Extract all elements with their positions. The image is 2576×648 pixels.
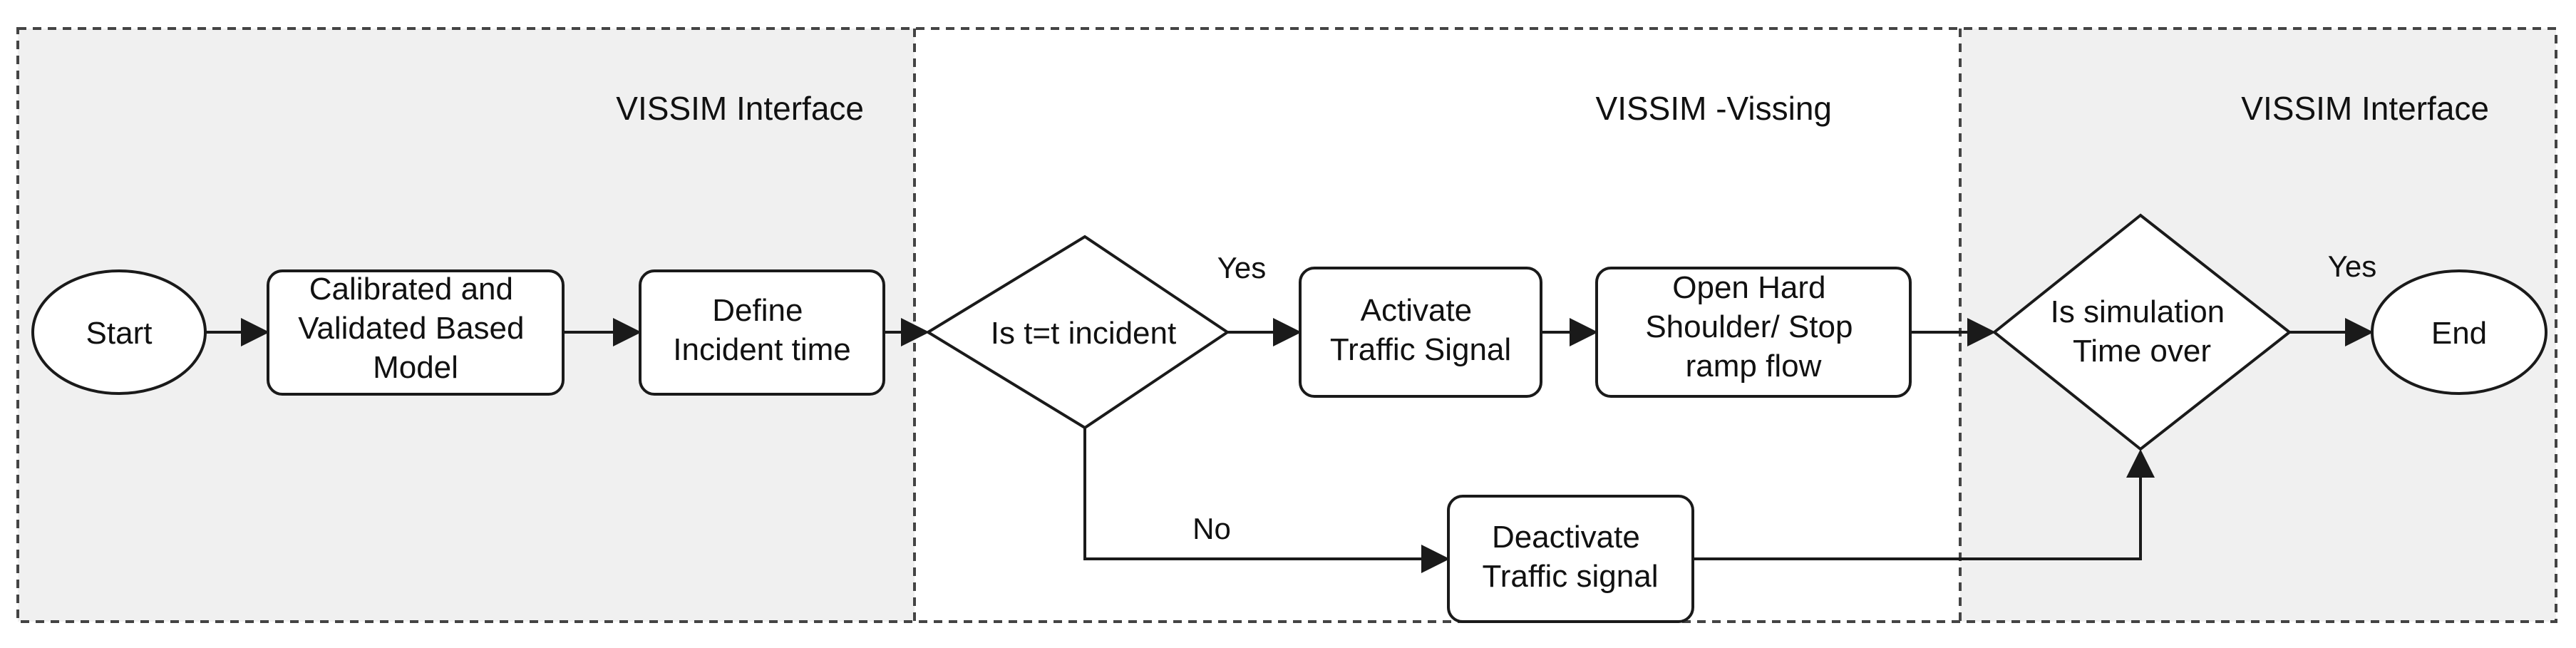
decision-simulation-line-2: Time over — [2073, 334, 2211, 369]
deactivate-signal-node: Deactivate Traffic signal — [1447, 495, 1694, 623]
edge-decision-no-to-deactivate — [1083, 428, 1450, 573]
svg-text:Calibrated and Validated: Calibrated and Validated Based Model — [298, 272, 532, 385]
decision-simulation-line-1: Is simulation — [2051, 294, 2225, 329]
decision-incident-label: Is t=t incident — [991, 316, 1176, 351]
end-node-label: End — [2431, 316, 2487, 351]
edge-label-incident-yes: Yes — [1217, 251, 1267, 284]
calibrated-model-node: Calibrated and Validated Based Model — [267, 269, 565, 396]
define-incident-line-2: Incident time — [673, 332, 850, 367]
calibrated-model-line-1: Calibrated and — [309, 272, 513, 307]
lane-middle-title: VISSIM -Vissing — [1596, 90, 1832, 127]
open-hard-shoulder-line-3: ramp flow — [1686, 349, 1822, 384]
svg-text:Is simulation Time over: Is simulation Time over — [2051, 294, 2234, 369]
start-node-label: Start — [86, 316, 153, 351]
edge-label-incident-no: No — [1192, 512, 1231, 545]
decision-incident-node: Is t=t incident — [925, 235, 1230, 430]
calibrated-model-line-2: Validated Based — [298, 311, 524, 346]
svg-text:Open Hard Shoulder/ Stop: Open Hard Shoulder/ Stop ramp flow — [1645, 270, 1861, 384]
edge-label-sim-yes: Yes — [2328, 250, 2377, 283]
svg-text:Activate Traffic Signal: Activate Traffic Signal — [1330, 293, 1511, 367]
edge-deactivate-to-sim-decision — [1693, 449, 2155, 560]
deactivate-signal-line-1: Deactivate — [1492, 520, 1640, 555]
activate-signal-line-2: Traffic Signal — [1330, 332, 1511, 367]
decision-simulation-node: Is simulation Time over — [1992, 213, 2292, 451]
lanes-outer-border — [16, 27, 2557, 623]
end-node: End — [2371, 269, 2547, 395]
start-node: Start — [31, 269, 207, 395]
activate-signal-node: Activate Traffic Signal — [1299, 267, 1542, 398]
deactivate-signal-line-2: Traffic signal — [1483, 559, 1659, 594]
lane-right-title: VISSIM Interface — [2241, 90, 2489, 127]
open-hard-shoulder-line-1: Open Hard — [1672, 270, 1825, 305]
open-hard-shoulder-node: Open Hard Shoulder/ Stop ramp flow — [1595, 267, 1912, 398]
define-incident-line-1: Define — [712, 293, 803, 328]
activate-signal-line-1: Activate — [1361, 293, 1473, 328]
svg-text:Deactivate Traffic signa: Deactivate Traffic signal — [1483, 520, 1659, 594]
calibrated-model-line-3: Model — [373, 350, 458, 385]
lane-left-title: VISSIM Interface — [616, 90, 864, 127]
open-hard-shoulder-line-2: Shoulder/ Stop — [1645, 309, 1853, 344]
svg-text:Define Incident time: Define Incident time — [673, 293, 850, 367]
define-incident-node: Define Incident time — [639, 269, 885, 396]
